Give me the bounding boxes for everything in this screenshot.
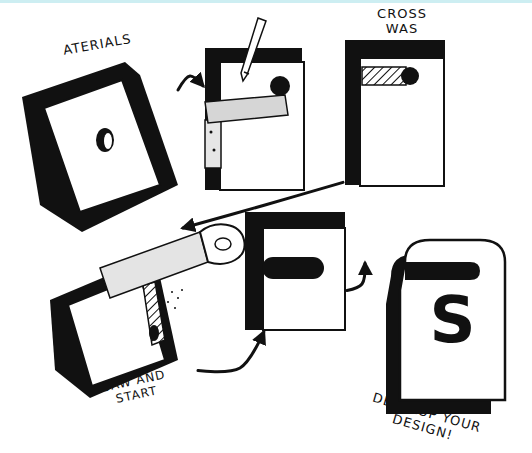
step-sketch: CROSS WAS <box>343 6 450 186</box>
step-caption: DEVELOP YOUR DESIGN! <box>364 390 486 451</box>
marking-board <box>205 18 304 190</box>
flow-arrow <box>198 332 264 372</box>
flow-arrow <box>178 76 203 90</box>
step-sketch: SAW AND START <box>48 228 198 426</box>
design-letter: S <box>428 284 478 358</box>
flow-arrow <box>347 263 365 290</box>
flow-arrow <box>183 182 343 228</box>
cross-board <box>345 40 445 186</box>
materials-board <box>22 62 178 232</box>
slot-board <box>245 212 345 330</box>
step-caption: CROSS WAS <box>372 7 432 37</box>
step-caption: SAW AND START <box>100 368 170 409</box>
step-sketch <box>243 210 347 332</box>
step-caption: ATERIALS <box>62 25 173 59</box>
step-sketch <box>203 15 305 192</box>
step-sketch: ATERIALS <box>22 40 178 232</box>
top-band <box>0 0 532 3</box>
door-hanger <box>386 240 505 414</box>
step-sketch: S DEVELOP YOUR DESIGN! <box>365 238 507 448</box>
